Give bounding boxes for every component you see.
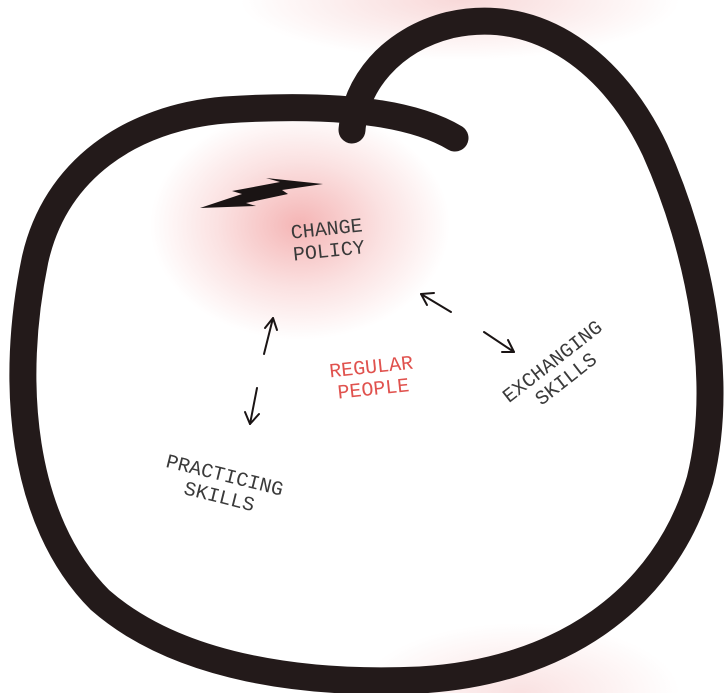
bidirectional-arrow-icon [245, 388, 259, 424]
bidirectional-arrow-icon [264, 318, 277, 354]
bidirectional-arrow-icon [421, 293, 451, 312]
lightning-icon [200, 178, 323, 208]
bidirectional-arrow-icon [484, 332, 514, 352]
